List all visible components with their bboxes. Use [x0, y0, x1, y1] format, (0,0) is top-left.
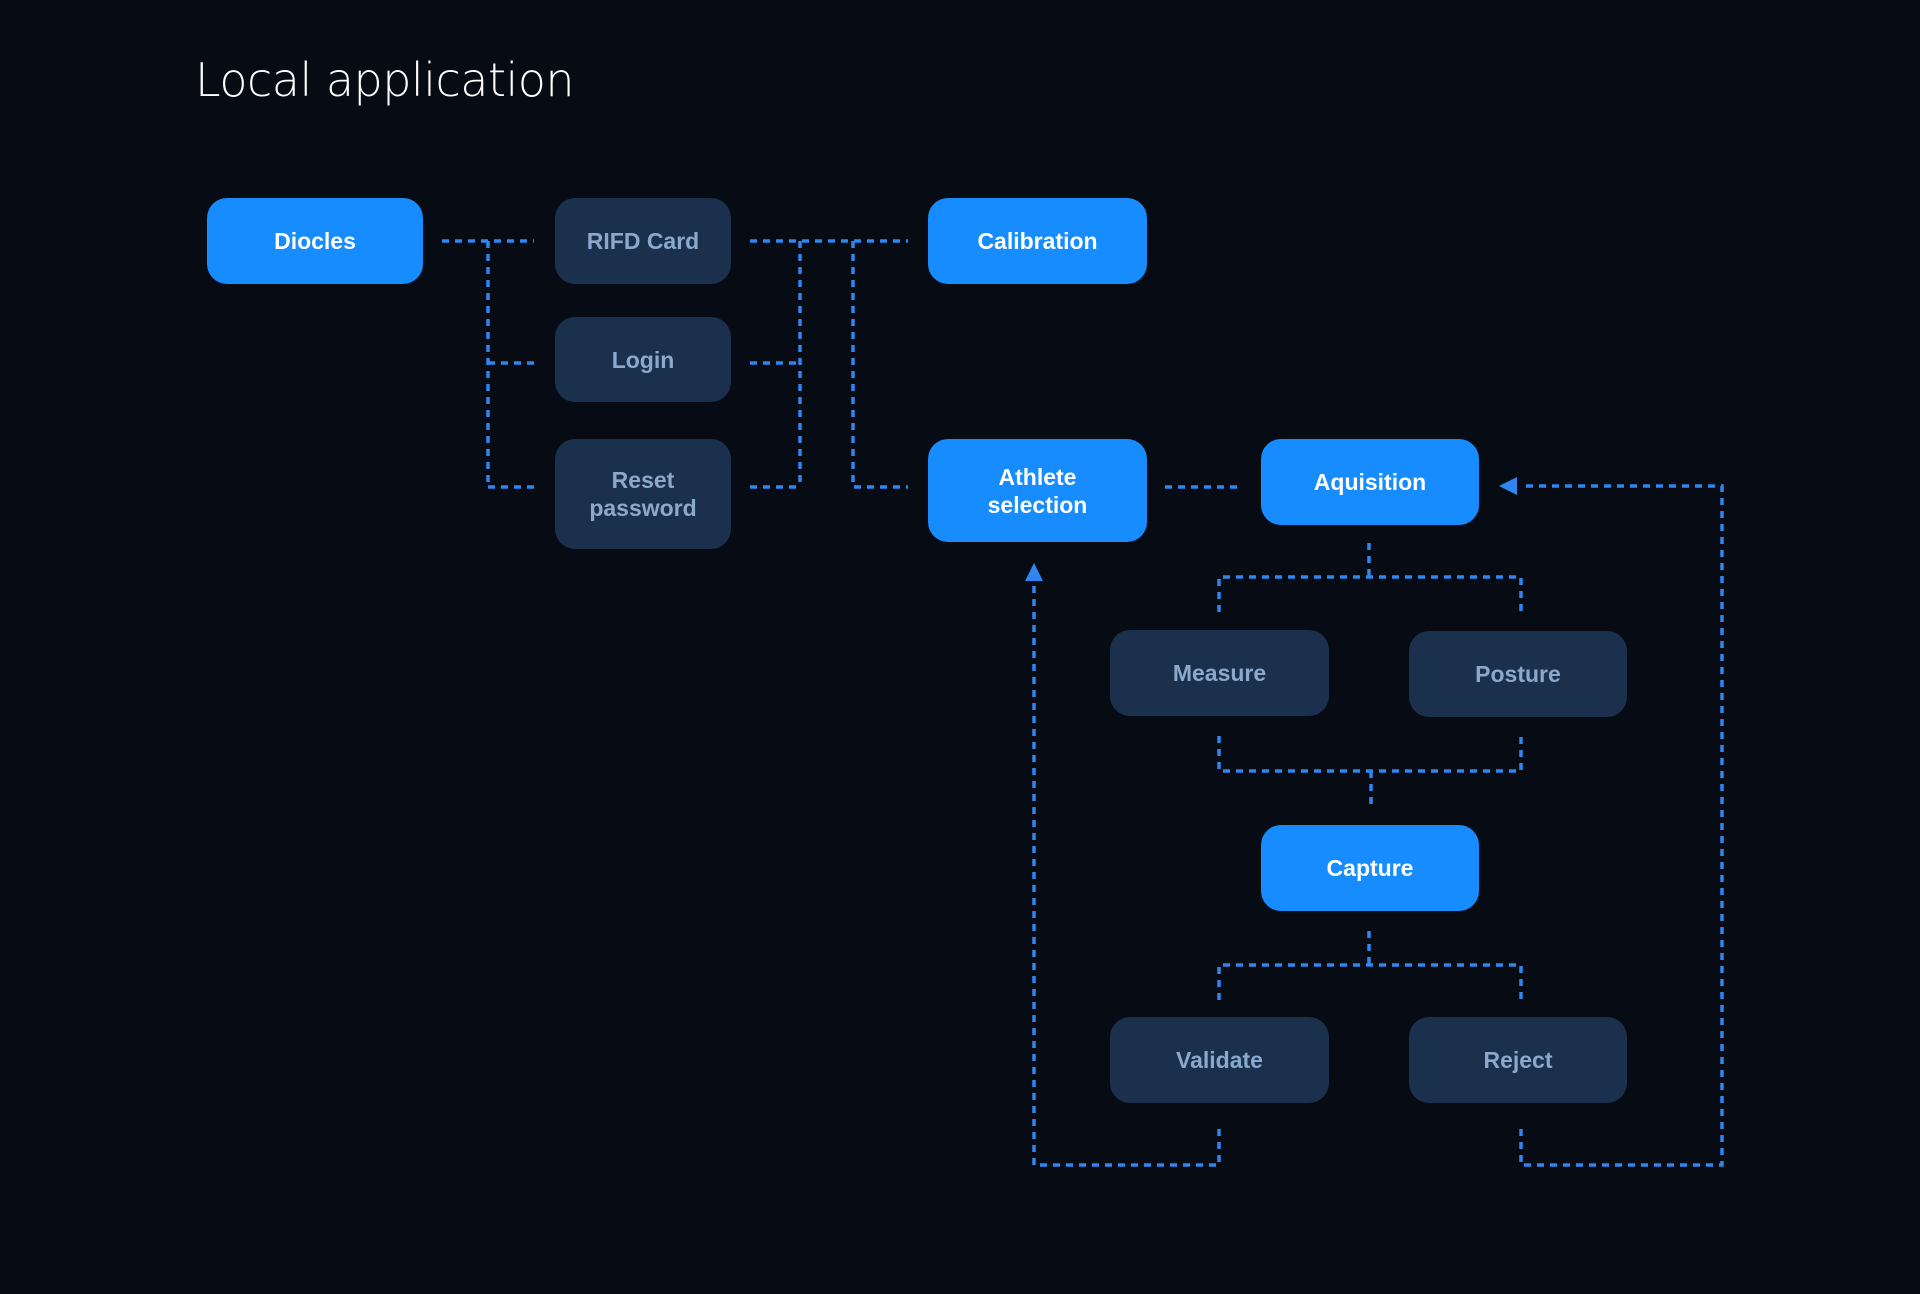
node-login-label: Login	[611, 346, 675, 373]
connector-aquisition-split	[1217, 575, 1523, 612]
node-capture-label: Capture	[1326, 855, 1414, 881]
node-reject-label: Reject	[1483, 1047, 1553, 1073]
node-reject[interactable]: Reject	[1409, 1017, 1627, 1103]
node-reset-password-line-2: password	[589, 495, 697, 521]
page-title: Local application	[195, 53, 575, 107]
node-aquisition-label: Aquisition	[1313, 469, 1427, 495]
node-measure[interactable]: Measure	[1110, 630, 1329, 716]
node-login[interactable]: Login	[555, 317, 731, 402]
connector-to-athlete-selection	[851, 241, 908, 489]
arrowhead-to-athlete-selection	[1025, 563, 1043, 581]
node-athlete-selection-line-2: selection	[987, 491, 1088, 518]
dashed-connectors	[442, 239, 1724, 1167]
arrowhead-to-aquisition	[1499, 477, 1517, 495]
node-reset-password-label: Reset password	[589, 466, 696, 522]
node-aquisition[interactable]: Aquisition	[1261, 439, 1479, 525]
node-diocles-label: Diocles	[274, 228, 356, 254]
node-diocles[interactable]: Diocles	[207, 198, 423, 284]
node-posture-label: Posture	[1475, 661, 1561, 687]
node-athlete-selection[interactable]: Athlete selection	[928, 439, 1147, 542]
connector-validate-loop	[1032, 580, 1221, 1167]
node-validate[interactable]: Validate	[1110, 1017, 1329, 1103]
node-measure-label: Measure	[1172, 660, 1267, 686]
node-rifd-card-label: RIFD Card	[586, 228, 700, 254]
node-reset-password-line-1: Reset	[611, 467, 675, 493]
node-posture[interactable]: Posture	[1409, 631, 1627, 717]
node-athlete-selection-label: Athlete selection	[988, 463, 1088, 519]
node-rifd-card[interactable]: RIFD Card	[555, 198, 731, 284]
node-validate-label: Validate	[1176, 1047, 1263, 1073]
node-calibration-label: Calibration	[977, 228, 1098, 254]
connector-reject-loop	[1519, 484, 1724, 1167]
connector-capture-split	[1217, 963, 1523, 1000]
connector-measure-posture-merge	[1217, 736, 1523, 773]
node-calibration[interactable]: Calibration	[928, 198, 1147, 284]
node-athlete-selection-line-1: Athlete	[998, 463, 1077, 490]
node-reset-password[interactable]: Reset password	[555, 439, 731, 549]
node-capture[interactable]: Capture	[1261, 825, 1479, 911]
